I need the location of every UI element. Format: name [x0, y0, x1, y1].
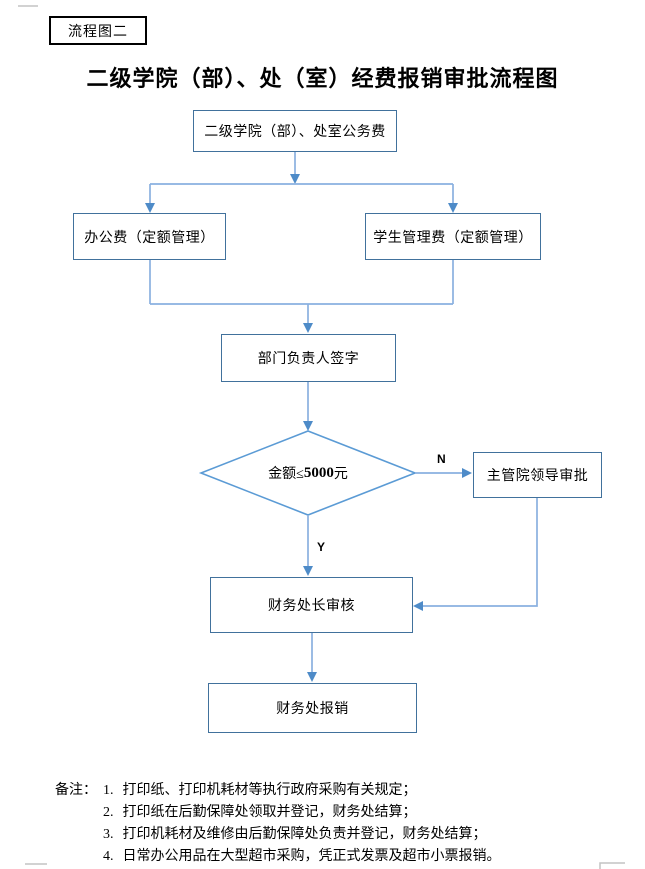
note-number: 2. — [103, 805, 114, 820]
flowchart-tag-box: 流程图二 — [49, 16, 147, 45]
edge-label-yes: Y — [317, 540, 326, 554]
note-text: 日常办公用品在大型超市采购，凭正式发票及超市小票报销。 — [122, 849, 501, 864]
flowchart-tag-label: 流程图二 — [68, 24, 128, 40]
corner-mark-bottom-right — [599, 862, 625, 869]
note-number: 3. — [103, 827, 114, 842]
node-office-fee: 办公费（定额管理） — [73, 213, 226, 260]
arrowhead-leader-approve — [462, 468, 472, 478]
node-leader-approve-label: 主管院领导审批 — [486, 469, 589, 484]
notes-prefix: 备注： — [55, 783, 97, 798]
node-public-funds-label: 二级学院（部）、处室公务费 — [204, 125, 386, 140]
node-finance-review: 财务处长审核 — [210, 577, 413, 633]
arrowhead-top-split — [290, 174, 300, 184]
decision-amount-text: 金额≤5000 元 — [208, 458, 408, 488]
arrowhead-office-fee — [145, 203, 155, 213]
note-text: 打印纸在后勤保障处领取并登记，财务处结算； — [122, 805, 417, 820]
note-text: 打印机耗材及维修由后勤保障处负责并登记，财务处结算； — [122, 827, 487, 842]
node-leader-approve: 主管院领导审批 — [473, 452, 602, 498]
note-line: 备注： 1. 打印纸、打印机耗材等执行政府采购有关规定； — [55, 780, 615, 802]
edge-label-no: N — [437, 452, 446, 466]
note-text: 打印纸、打印机耗材等执行政府采购有关规定； — [122, 783, 417, 798]
node-finance-review-label: 财务处长审核 — [268, 599, 355, 614]
node-office-fee-label: 办公费（定额管理） — [84, 230, 215, 246]
node-student-fee-label: 学生管理费（定额管理） — [373, 230, 533, 246]
arrowhead-review-from-leader — [413, 601, 423, 611]
decision-suffix: 元 — [333, 467, 348, 482]
decision-prefix: 金额≤ — [268, 467, 304, 482]
arrowhead-finance-review — [303, 566, 313, 576]
decision-amount: 5000 — [303, 464, 334, 481]
arrowhead-decision — [303, 421, 313, 431]
arrowhead-student-fee — [448, 203, 458, 213]
note-number: 4. — [103, 849, 114, 864]
node-public-funds: 二级学院（部）、处室公务费 — [193, 110, 397, 152]
node-dept-sign-label: 部门负责人签字 — [257, 352, 360, 367]
node-student-fee: 学生管理费（定额管理） — [365, 213, 541, 260]
node-finance-reimburse: 财务处报销 — [208, 683, 417, 733]
connector-leader-elbow — [422, 498, 538, 607]
notes-section: 备注： 1. 打印纸、打印机耗材等执行政府采购有关规定； 2. 打印纸在后勤保障… — [55, 780, 615, 868]
arrowhead-finance-reimburse — [307, 672, 317, 682]
node-finance-reimburse-label: 财务处报销 — [276, 702, 349, 717]
node-dept-sign: 部门负责人签字 — [221, 334, 396, 382]
arrowhead-dept-sign — [303, 323, 313, 333]
note-line: 2. 打印纸在后勤保障处领取并登记，财务处结算； — [55, 802, 615, 824]
note-line: 4. 日常办公用品在大型超市采购，凭正式发票及超市小票报销。 — [55, 846, 615, 868]
page-title: 二级学院（部）、处（室）经费报销审批流程图 — [86, 66, 559, 91]
note-number: 1. — [103, 783, 114, 798]
note-line: 3. 打印机耗材及维修由后勤保障处负责并登记，财务处结算； — [55, 824, 615, 846]
